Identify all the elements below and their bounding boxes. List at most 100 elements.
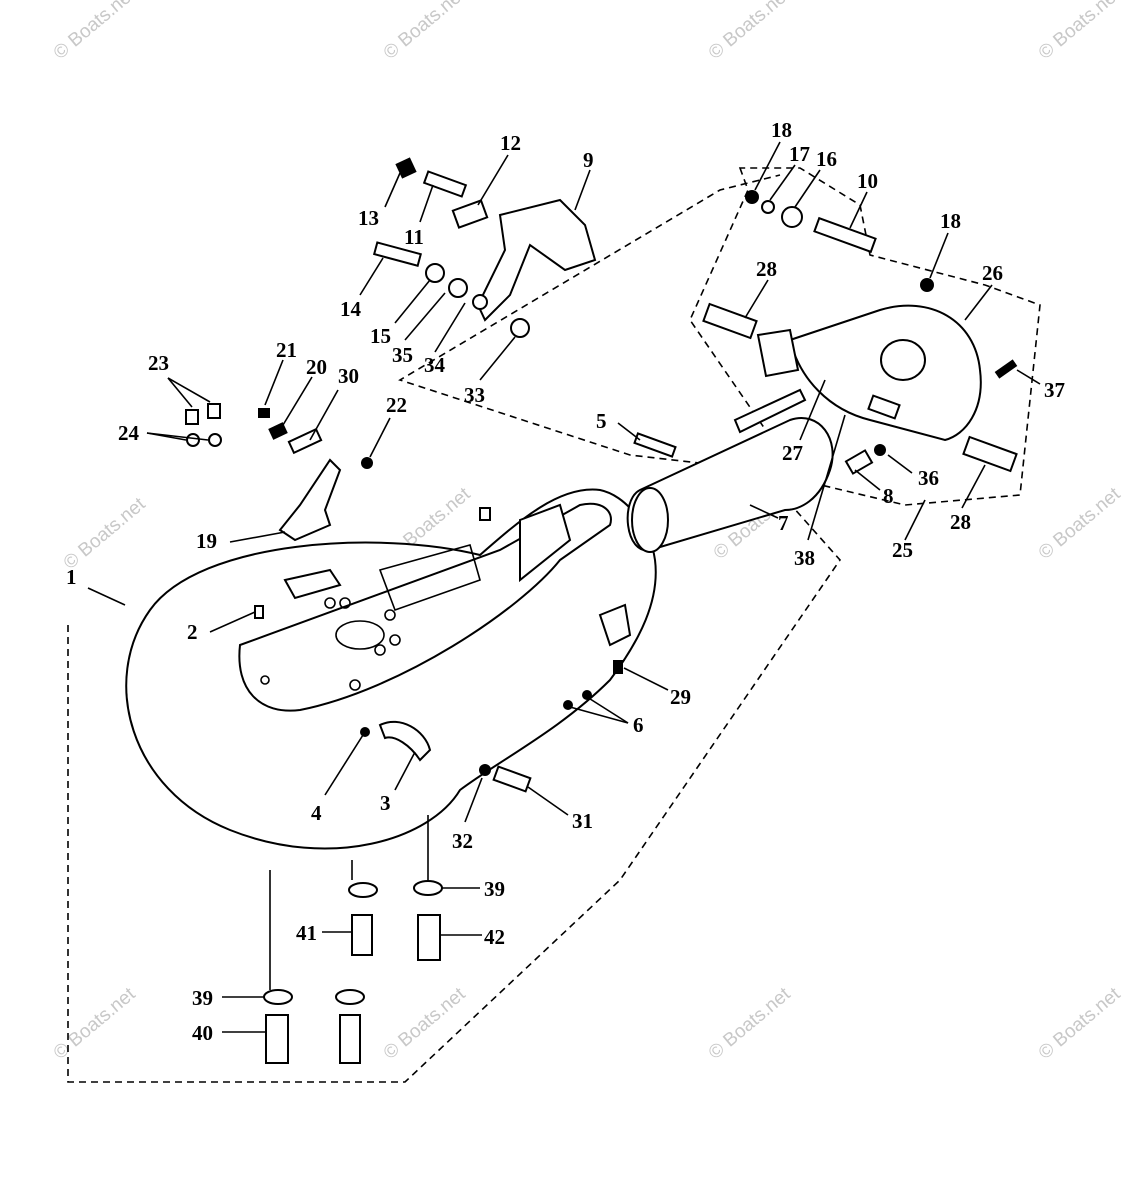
callout-16: 16 bbox=[816, 147, 837, 171]
leader-36 bbox=[887, 454, 913, 474]
callout-25: 25 bbox=[892, 538, 913, 562]
housing-hole bbox=[260, 675, 270, 685]
leader-23b bbox=[167, 377, 211, 403]
leader-25 bbox=[904, 499, 926, 541]
leader-31 bbox=[527, 786, 569, 816]
callout-8: 8 bbox=[883, 484, 894, 508]
bolt-lower bbox=[339, 1014, 361, 1064]
nut-20 bbox=[268, 422, 288, 440]
ubolt-5 bbox=[633, 432, 677, 458]
callout-4: 4 bbox=[311, 801, 322, 825]
watermark: © Boats.net bbox=[380, 0, 470, 64]
callout-6: 6 bbox=[633, 713, 644, 737]
part-3 bbox=[378, 720, 432, 762]
watermark: © Boats.net bbox=[705, 0, 795, 64]
callout-15: 15 bbox=[370, 324, 391, 348]
nozzle-fitting bbox=[756, 328, 800, 378]
washer-24a bbox=[186, 433, 200, 447]
housing-bracket bbox=[519, 503, 572, 583]
bolt-31 bbox=[492, 765, 532, 793]
watermark: © Boats.net bbox=[50, 0, 140, 64]
callout-27: 27 bbox=[782, 441, 803, 465]
leader-22 bbox=[369, 417, 391, 458]
leader-18a bbox=[754, 141, 781, 191]
housing-tab bbox=[598, 603, 632, 647]
leader-29 bbox=[623, 667, 669, 691]
leader-18b bbox=[929, 232, 949, 279]
callout-42: 42 bbox=[484, 925, 505, 949]
leader-9 bbox=[574, 169, 591, 211]
callout-22: 22 bbox=[386, 393, 407, 417]
leader-32 bbox=[464, 777, 483, 823]
washer-35 bbox=[448, 278, 468, 298]
tube-body bbox=[626, 417, 834, 552]
leader-30 bbox=[309, 389, 339, 441]
watermark: © Boats.net bbox=[1035, 483, 1125, 564]
leader-8 bbox=[854, 469, 881, 491]
callout-9: 9 bbox=[583, 148, 594, 172]
leader-19 bbox=[229, 531, 286, 543]
housing-hole bbox=[384, 609, 396, 621]
washer-39-left bbox=[263, 989, 293, 1005]
pin-2 bbox=[254, 605, 264, 619]
washer-16 bbox=[781, 206, 803, 228]
callout-18: 18 bbox=[771, 118, 792, 142]
leader-37 bbox=[1016, 369, 1041, 385]
watermark: © Boats.net bbox=[705, 983, 795, 1064]
assembly-25-outline bbox=[689, 167, 1041, 506]
leader-21 bbox=[264, 359, 284, 406]
leader-10 bbox=[849, 191, 868, 229]
washer-24b bbox=[208, 433, 222, 447]
bolt-42 bbox=[417, 914, 441, 961]
callout-23: 23 bbox=[148, 351, 169, 375]
callout-37: 37 bbox=[1044, 378, 1065, 402]
callout-13: 13 bbox=[358, 206, 379, 230]
washer-15 bbox=[425, 263, 445, 283]
callout-10: 10 bbox=[857, 169, 878, 193]
leader-33 bbox=[479, 336, 516, 381]
housing-hole bbox=[349, 679, 361, 691]
callout-32: 32 bbox=[452, 829, 473, 853]
pin-28-right bbox=[962, 435, 1018, 473]
callout-17: 17 bbox=[789, 142, 810, 166]
bolt-40 bbox=[265, 1014, 289, 1064]
leader-24b bbox=[146, 432, 209, 441]
tube-fin bbox=[733, 388, 807, 434]
bolt-14 bbox=[372, 241, 422, 267]
washer-32 bbox=[479, 764, 491, 776]
leader-14 bbox=[359, 257, 384, 296]
callout-29: 29 bbox=[670, 685, 691, 709]
nut-22 bbox=[361, 457, 373, 469]
tube-end bbox=[631, 487, 669, 553]
leader-34 bbox=[434, 302, 466, 353]
leader-38 bbox=[807, 414, 846, 541]
assembly-outlines bbox=[67, 167, 1041, 1083]
nut-18-top bbox=[745, 190, 759, 204]
callout-31: 31 bbox=[572, 809, 593, 833]
washer-39-lower bbox=[335, 989, 365, 1005]
housing-plate bbox=[238, 502, 612, 712]
bolt-11 bbox=[422, 170, 468, 198]
screw-37 bbox=[994, 359, 1018, 379]
leader-3 bbox=[394, 751, 416, 791]
bolt-41 bbox=[351, 914, 373, 956]
nut-36 bbox=[874, 444, 886, 456]
washer-33 bbox=[510, 318, 530, 338]
block-12 bbox=[451, 199, 489, 229]
leader-28b bbox=[961, 464, 986, 509]
leader-17 bbox=[769, 164, 796, 201]
housing-pad bbox=[283, 568, 342, 600]
callout-39: 39 bbox=[484, 877, 505, 901]
washer-39-mid bbox=[348, 882, 378, 898]
bushing-8 bbox=[844, 449, 874, 475]
washer-34 bbox=[472, 294, 488, 310]
pin-28-left bbox=[702, 302, 758, 340]
callout-3: 3 bbox=[380, 791, 391, 815]
nut-6a bbox=[582, 690, 592, 700]
leader-35 bbox=[404, 292, 446, 341]
leader-lines bbox=[87, 141, 1041, 1033]
pump-housing bbox=[125, 488, 657, 850]
screw-21 bbox=[258, 408, 270, 418]
watermark: © Boats.net bbox=[1035, 0, 1125, 64]
